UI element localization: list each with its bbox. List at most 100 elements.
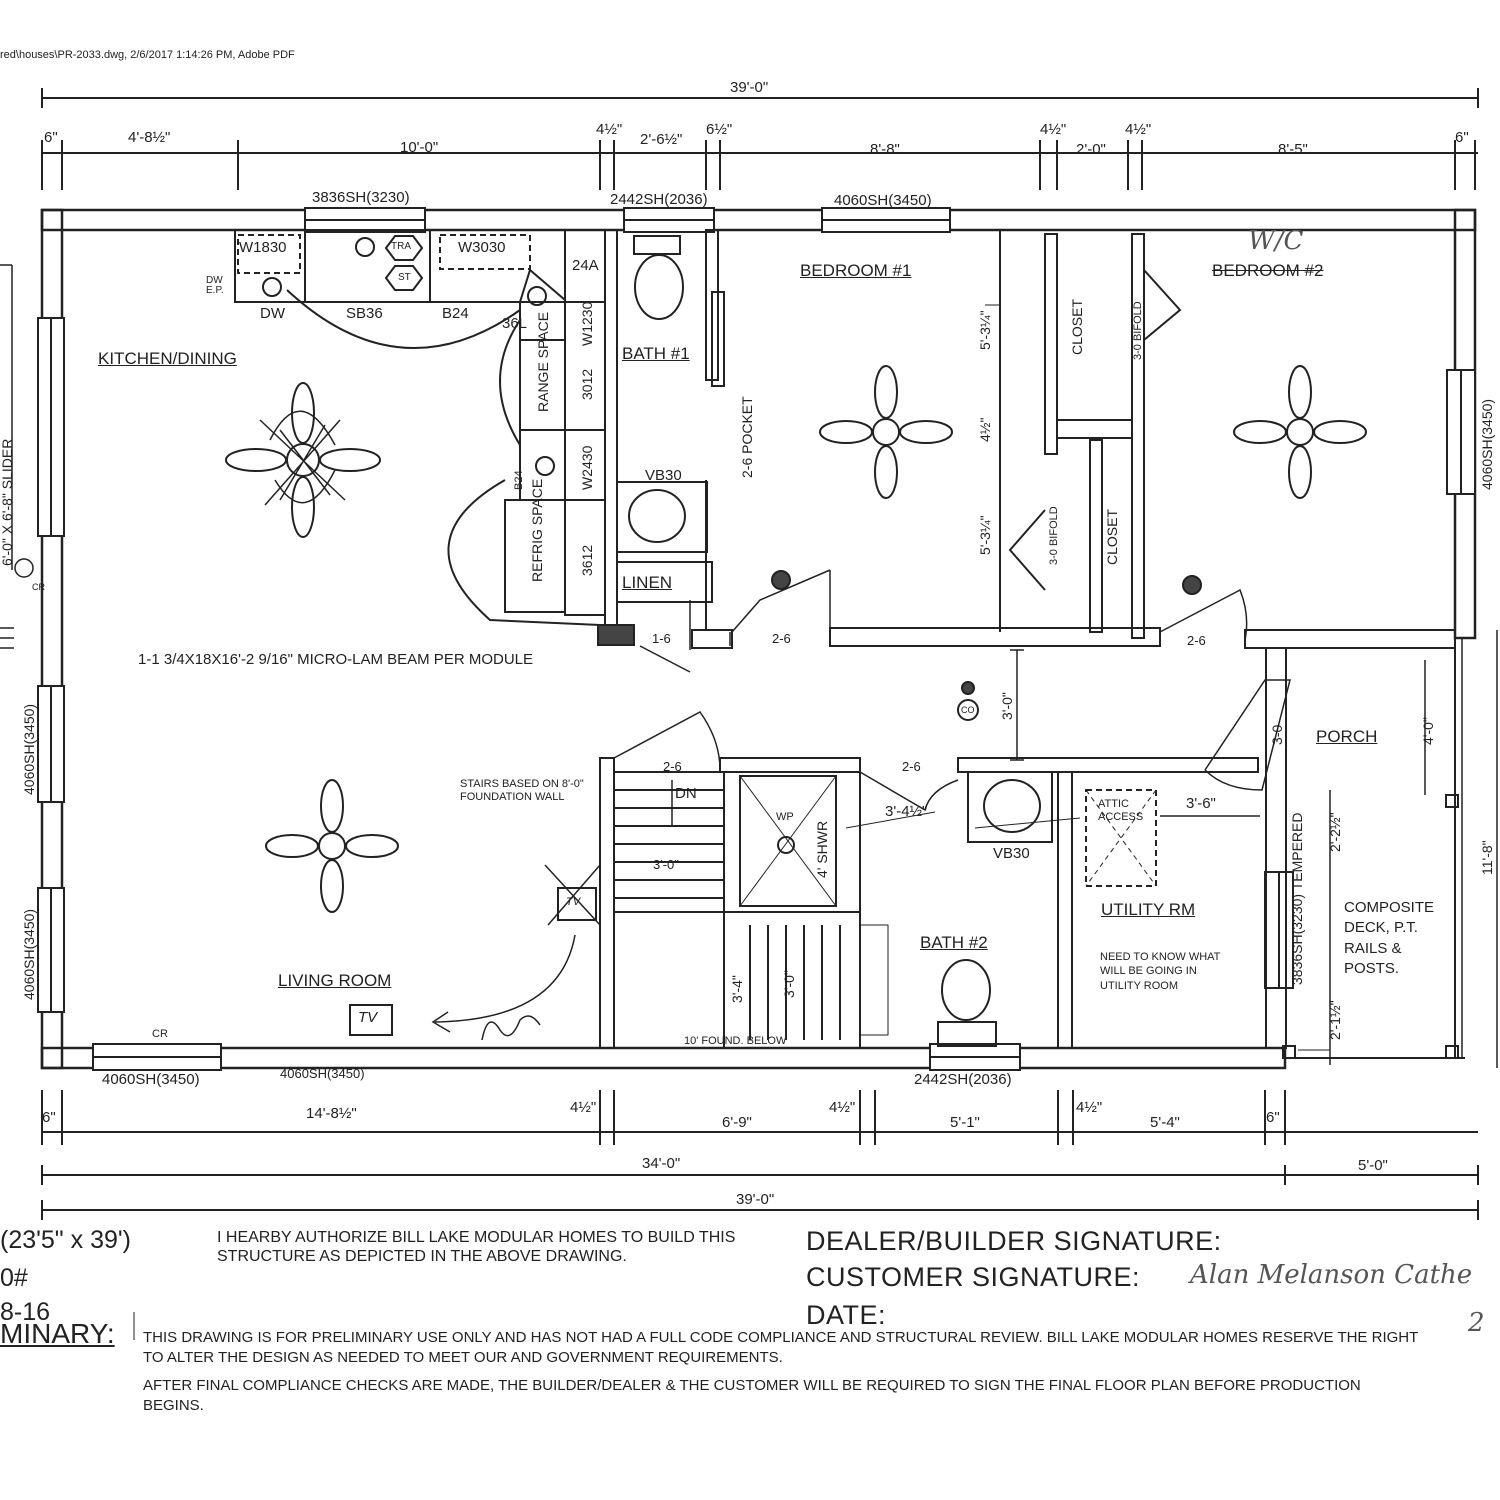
dim-top-1: 6" bbox=[44, 129, 58, 146]
footer-authorize: I HEARBY AUTHORIZE BILL LAKE MODULAR HOM… bbox=[217, 1229, 736, 1266]
footer-size: (23'5" x 39') bbox=[0, 1226, 131, 1254]
label-cr: CR bbox=[152, 1028, 168, 1040]
customer-signature-handwriting: Alan Melanson Cathe bbox=[1190, 1260, 1473, 1290]
label-30-hall: 3'-0" bbox=[999, 692, 1015, 720]
cabinet-w3030 bbox=[439, 234, 531, 270]
label-slider: 6'-0" X 6'-8" SLIDER bbox=[0, 439, 15, 566]
receptacle-icon bbox=[535, 456, 555, 476]
dim-bot-2: 14'-8½" bbox=[306, 1105, 357, 1122]
room-porch: PORCH bbox=[1316, 727, 1378, 746]
toilet-icon bbox=[941, 959, 991, 1021]
dim-top-5: 2'-6½" bbox=[640, 131, 683, 148]
tv-outlet bbox=[349, 1004, 393, 1036]
dim-top-overall: 39'-0" bbox=[730, 79, 769, 96]
wall-bedroom2-south bbox=[1244, 629, 1456, 649]
toilet-icon bbox=[634, 254, 684, 320]
footer-dealer-signature: DEALER/BUILDER SIGNATURE: bbox=[806, 1226, 1222, 1256]
label-w7-html: 4060SH(3450) bbox=[102, 1071, 200, 1088]
label-2212: 2'-2½" bbox=[1327, 812, 1343, 852]
ceiling-fan-icon-bedroom2 bbox=[1233, 365, 1367, 499]
label-26a: 2-6 bbox=[772, 631, 791, 646]
porch-post bbox=[1445, 1045, 1459, 1059]
label-tv-crossed: TV bbox=[566, 896, 581, 908]
note-deck: COMPOSITE DECK, P.T. RAILS & POSTS. bbox=[1344, 899, 1435, 977]
dim-top-7: 8'-8" bbox=[870, 141, 900, 158]
label-right-dim: 11'-8" bbox=[1479, 840, 1495, 875]
footer-date-frag: 8-16 bbox=[0, 1298, 51, 1326]
closet-wall bbox=[1089, 439, 1103, 633]
wall-utility-east bbox=[1265, 647, 1287, 1049]
label-w1830: W1830 bbox=[239, 239, 287, 256]
dim-bot-5: 4½" bbox=[829, 1099, 856, 1116]
ceiling-fan-icon-living bbox=[265, 779, 399, 913]
label-w3030: W3030 bbox=[458, 239, 506, 256]
label-tra: TRA bbox=[391, 241, 411, 252]
room-bath2: BATH #2 bbox=[920, 933, 988, 952]
wall-bath2-north bbox=[957, 757, 1259, 773]
label-w1230: W1230 bbox=[579, 301, 595, 346]
dim-top-6: 6½" bbox=[706, 121, 733, 138]
toilet-tank bbox=[633, 235, 681, 255]
receptacle-icon bbox=[355, 237, 375, 257]
receptacle-icon bbox=[262, 277, 282, 297]
label-w8: 2442SH(2036) bbox=[914, 1071, 1012, 1088]
dim-top-12: 6" bbox=[1455, 129, 1469, 146]
label-shower: 4' SHWR bbox=[814, 821, 830, 878]
note-foundation: 10' FOUND. BELOW bbox=[684, 1035, 787, 1047]
dim-top-4: 4½" bbox=[596, 121, 623, 138]
label-412: 4½" bbox=[977, 418, 993, 442]
closet-wall bbox=[1044, 233, 1058, 455]
cabinet-w1830 bbox=[237, 234, 301, 274]
porch-post bbox=[1445, 794, 1459, 808]
handwritten-wic: W/C bbox=[1248, 226, 1304, 256]
label-36l: 36L bbox=[502, 315, 528, 332]
room-bath1: BATH #1 bbox=[622, 344, 690, 363]
label-sb36: SB36 bbox=[346, 305, 383, 322]
dim-bot-sub-1: 34'-0" bbox=[642, 1155, 681, 1172]
trash-icon bbox=[384, 235, 424, 261]
dim-bot-3: 4½" bbox=[570, 1099, 597, 1116]
dim-top-9: 2'-0" bbox=[1076, 141, 1106, 158]
label-wp: WP bbox=[776, 811, 794, 823]
handwritten-arrow bbox=[434, 934, 576, 1023]
dim-top-3: 10'-0" bbox=[400, 139, 439, 156]
label-w9: 3836SH(3230) TEMPERED bbox=[1289, 813, 1305, 985]
dim-top-2: 4'-8½" bbox=[128, 129, 171, 146]
bifold-door bbox=[1143, 269, 1182, 341]
smoke-detector-icon bbox=[1182, 575, 1202, 595]
label-3012: 3012 bbox=[579, 369, 595, 400]
dim-top-8: 4½" bbox=[1040, 121, 1067, 138]
dim-bot-sub-2: 5'-0" bbox=[1358, 1157, 1388, 1174]
label-range: RANGE SPACE bbox=[535, 312, 551, 412]
shower-enclosure bbox=[723, 771, 861, 913]
door-swing-bath2 bbox=[859, 771, 959, 812]
label-cr2: CR bbox=[32, 582, 45, 592]
label-w2430: W2430 bbox=[579, 445, 595, 490]
label-w7: 4060SH(3450) bbox=[280, 1066, 365, 1081]
receptacle-icon bbox=[527, 286, 547, 306]
label-34: 3'-4" bbox=[729, 975, 745, 1003]
stairs-upper bbox=[613, 771, 725, 913]
label-w2: 2442SH(2036) bbox=[610, 191, 708, 208]
label-closet-2: CLOSET bbox=[1104, 509, 1120, 565]
fridge-swing bbox=[447, 479, 601, 626]
ceiling-fan-icon-kitchen bbox=[225, 382, 381, 538]
door-swing-bedroom1 bbox=[731, 569, 831, 633]
upper-cabinets bbox=[234, 229, 606, 303]
label-w5: 4060SH(3450) bbox=[21, 909, 37, 1000]
toilet-tank bbox=[937, 1021, 997, 1047]
label-dwep: DW E.P. bbox=[206, 275, 224, 296]
label-closet-1: CLOSET bbox=[1069, 299, 1085, 355]
label-30-stair: 3'-0" bbox=[781, 970, 797, 998]
dim-bot-1: 6" bbox=[42, 1109, 56, 1126]
label-w1: 3836SH(3230) bbox=[312, 189, 410, 206]
label-vb30-b: VB30 bbox=[993, 845, 1030, 862]
room-kitchen: KITCHEN/DINING bbox=[98, 349, 237, 368]
door-swing-bedroom2 bbox=[1159, 588, 1248, 641]
label-dw: DW bbox=[260, 305, 285, 322]
dim-bot-9: 6" bbox=[1266, 1109, 1280, 1126]
label-vb30-a: VB30 bbox=[645, 467, 682, 484]
label-w6: 4060SH(3450) bbox=[1479, 399, 1495, 490]
footer-num: 0# bbox=[0, 1264, 28, 1292]
porch-post bbox=[1282, 1045, 1296, 1059]
